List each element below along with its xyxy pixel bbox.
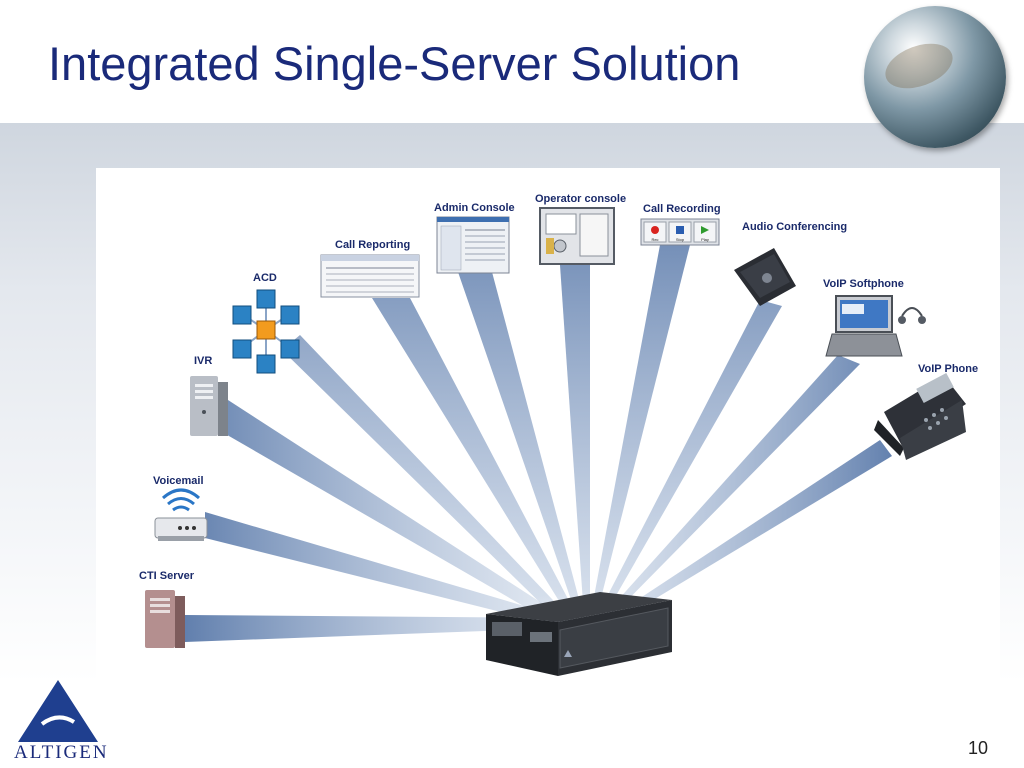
logo-text: ALTIGEN <box>14 742 109 763</box>
beam-call-recording <box>590 245 690 618</box>
beam-acd <box>282 335 572 628</box>
play-button-icon <box>701 226 709 234</box>
voicemail-device-icon <box>154 488 208 541</box>
record-button-icon <box>651 226 659 234</box>
laptop-headset-icon <box>825 295 926 357</box>
console-window-icon <box>436 216 510 274</box>
label-audio-conferencing: Audio Conferencing <box>742 221 848 233</box>
page-number: 10 <box>968 738 989 758</box>
label-voip-softphone: VoIP Softphone <box>823 278 904 290</box>
play-caption: Play <box>701 237 709 242</box>
conference-phone-icon <box>734 248 796 306</box>
label-call-reporting: Call Reporting <box>335 239 411 251</box>
beam-call-reporting <box>372 298 578 622</box>
beam-ivr <box>222 400 568 630</box>
beam-cti-server <box>185 615 565 642</box>
beam-admin-console <box>458 272 584 620</box>
label-operator-console: Operator console <box>535 193 627 205</box>
label-ivr: IVR <box>194 355 213 367</box>
stop-button-icon <box>676 226 684 234</box>
label-acd: ACD <box>253 272 277 284</box>
rack-server-icon <box>486 592 672 676</box>
altigen-logo <box>18 680 98 742</box>
beam-voicemail <box>205 512 565 628</box>
cti-server-icon <box>145 590 185 648</box>
label-voip-phone: VoIP Phone <box>918 363 979 375</box>
label-voicemail: Voicemail <box>153 475 204 487</box>
label-call-recording: Call Recording <box>643 203 721 215</box>
stop-caption: Stop <box>676 237 685 242</box>
rec-caption: Rec <box>651 237 658 242</box>
operator-console-icon <box>539 207 615 265</box>
desk-phone-icon <box>874 372 966 460</box>
globe-image <box>864 6 1006 148</box>
beam-operator-console <box>560 265 590 618</box>
recording-controls-icon <box>640 218 720 246</box>
beam-voip-phone <box>604 440 892 626</box>
label-admin-console: Admin Console <box>434 202 515 214</box>
slide-title: Integrated Single-Server Solution <box>48 37 741 90</box>
label-cti-server: CTI Server <box>139 570 195 582</box>
ivr-server-icon <box>190 376 228 436</box>
report-screen-icon <box>320 254 420 298</box>
beam-audio-conferencing <box>596 300 782 620</box>
beam-voip-softphone <box>600 355 860 622</box>
connection-beams <box>185 245 892 642</box>
acd-cubes <box>232 289 300 374</box>
